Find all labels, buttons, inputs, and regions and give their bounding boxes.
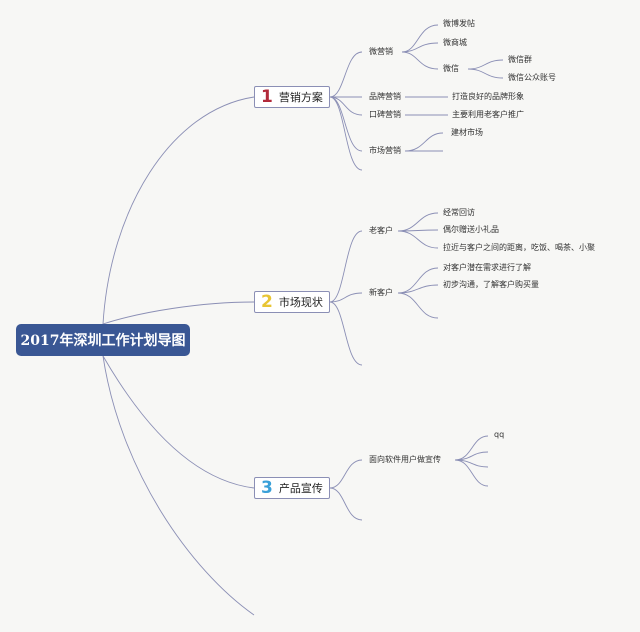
connector-root-tail (102, 355, 255, 616)
connector-weixin-gongzhong (467, 68, 504, 79)
branch-label: 市场现状 (278, 296, 323, 309)
sub-node[interactable]: 老客户 (369, 226, 393, 235)
connector-lao-3 (397, 230, 439, 249)
branch-number: 1 (261, 86, 273, 107)
sub-node[interactable]: 口碑营销 (369, 110, 401, 119)
leaf-node[interactable]: 主要利用老客户推广 (452, 110, 524, 119)
leaf-node[interactable]: 初步沟通，了解客户购买量 (443, 280, 539, 289)
branch-label: 产品宣传 (278, 482, 323, 495)
leaf-node[interactable]: 微博发帖 (443, 19, 475, 28)
branch-number: 2 (261, 291, 273, 312)
leaf-node[interactable]: 对客户潜在需求进行了解 (443, 263, 531, 272)
connector-wei-shangcheng (401, 42, 439, 53)
connector-b1-shichang (329, 96, 363, 152)
branch-node-market-status[interactable]: 2 市场现状 (254, 291, 330, 313)
connector-b2-xin (329, 292, 363, 303)
connector-xuanchuan-4 (454, 459, 489, 487)
sub-node[interactable]: 微营销 (369, 47, 393, 56)
branch-number: 3 (261, 477, 273, 498)
connector-lao-1 (397, 212, 439, 232)
connector-shichang-jiancai (404, 132, 444, 152)
connector-xin-2 (397, 284, 439, 294)
branch-label: 营销方案 (278, 91, 323, 104)
connector-wei-weixin (401, 51, 439, 70)
leaf-node[interactable]: 建材市场 (451, 128, 483, 137)
leaf-node[interactable]: 微信群 (508, 55, 532, 64)
leaf-node[interactable]: 微信公众账号 (508, 73, 556, 82)
leaf-node[interactable]: 微信 (443, 64, 459, 73)
connector-wei-weibo (401, 24, 439, 53)
connector-b1-wei (329, 51, 363, 98)
leaf-node[interactable]: 打造良好的品牌形象 (452, 92, 524, 101)
leaf-node[interactable]: 经常回访 (443, 208, 475, 217)
branch-node-marketing-plan[interactable]: 1 营销方案 (254, 86, 330, 108)
leaf-node[interactable]: qq (494, 430, 505, 439)
connector-b2-lao (329, 230, 363, 303)
connector-xin-3 (397, 292, 439, 319)
sub-node[interactable]: 新客户 (369, 288, 393, 297)
leaf-node[interactable]: 偶尔赠送小礼品 (443, 225, 499, 234)
connector-b3-xuanchuan (329, 459, 363, 489)
connector-root-b3 (102, 355, 255, 489)
branch-node-product-promotion[interactable]: 3 产品宣传 (254, 477, 330, 499)
leaf-node[interactable]: 微商城 (443, 38, 467, 47)
connector-root-b1 (102, 96, 255, 325)
connector-root-b2 (102, 301, 255, 325)
connector-xin-1 (397, 267, 439, 294)
root-title: 2017年深圳工作计划导图 (20, 333, 186, 349)
sub-node[interactable]: 品牌营销 (369, 92, 401, 101)
leaf-node[interactable]: 拉近与客户之间的距离，吃饭、喝茶、小聚 (443, 243, 595, 252)
root-node[interactable]: 2017年深圳工作计划导图 (16, 324, 190, 356)
connector-xuanchuan-qq (454, 435, 489, 461)
connector-b1-extra (329, 96, 363, 171)
connector-b2-extra (329, 301, 363, 366)
connector-weixin-qun (467, 59, 504, 70)
sub-node[interactable]: 面向软件用户做宣传 (369, 455, 441, 464)
connector-b3-extra (329, 487, 363, 521)
sub-node[interactable]: 市场营销 (369, 146, 401, 155)
